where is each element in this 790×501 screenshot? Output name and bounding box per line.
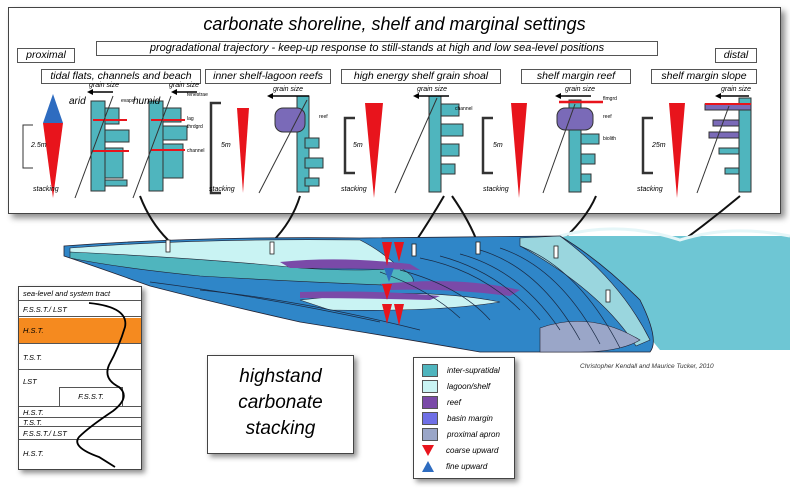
flmgrd-label: flmgrd xyxy=(603,96,617,102)
reef-label-2: reef xyxy=(603,114,612,120)
setting-margin-slope: shelf margin slope xyxy=(651,69,757,84)
log-margin-slope xyxy=(641,93,752,198)
tract-hst-2: H.S.T. xyxy=(19,408,141,418)
grain-size-label-1: grain size xyxy=(89,82,119,89)
setting-tidal-flats: tidal flats, channels and beach xyxy=(41,69,201,84)
scale-2: 5m xyxy=(221,142,231,149)
stacking-label-3: stacking xyxy=(341,186,367,193)
swatch-lagoon-shelf xyxy=(422,379,438,393)
settings-panel: carbonate shoreline, shelf and marginal … xyxy=(8,7,781,214)
swatch-proximal-apron xyxy=(422,427,438,441)
stacking-label-1: stacking xyxy=(33,186,59,193)
credit-text: Christopher Kendall and Maurice Tucker, … xyxy=(580,363,714,370)
facies-logs xyxy=(22,89,752,199)
fine-upward-icon xyxy=(422,460,434,472)
channel-label: channel xyxy=(187,148,205,154)
sea-level-header: sea-level and system tract xyxy=(19,289,141,301)
scale-3: 5m xyxy=(353,142,363,149)
tract-fsst-lst-2: F.S.S.T./ LST xyxy=(19,428,141,440)
humid-label: humid xyxy=(133,96,161,107)
grain-size-label-2: grain size xyxy=(169,82,199,89)
log-tidal-flats xyxy=(22,89,197,199)
sea-level-panel: sea-level and system tract F.S.S.T./ LST… xyxy=(18,286,142,470)
tract-tst-1: T.S.T. xyxy=(19,345,141,370)
highstand-line-1: highstand xyxy=(239,366,322,387)
evaps-label: evaps xyxy=(121,98,135,104)
highstand-panel: highstand carbonate stacking xyxy=(207,355,354,454)
swatch-inter-supratidal xyxy=(422,363,438,377)
tract-tst-2: T.S.T. xyxy=(19,419,141,427)
stacking-label-5: stacking xyxy=(637,186,663,193)
log-margin-reef xyxy=(481,93,603,198)
tract-hst-3: H.S.T. xyxy=(23,449,44,458)
arid-label: arid xyxy=(69,96,86,107)
log-inner-shelf xyxy=(209,93,324,195)
stacking-label-2: stacking xyxy=(209,186,235,193)
tract-fsst: F.S.S.T. xyxy=(59,387,123,407)
stacking-label-4: stacking xyxy=(483,186,509,193)
log-grain-shoal xyxy=(343,93,464,198)
scale-1: 2.5m xyxy=(31,142,47,149)
tract-fsst-lst-1: F.S.S.T./ LST xyxy=(19,305,141,317)
setting-inner-shelf: inner shelf-lagoon reefs xyxy=(205,69,331,84)
legend-panel: inter-supratidal lagoon/shelf reef basin… xyxy=(413,357,515,479)
grain-size-label-6: grain size xyxy=(721,86,751,93)
legend-fine-upward: fine upward xyxy=(422,458,487,474)
swatch-reef xyxy=(422,395,438,409)
biolith-label: biolith xyxy=(603,136,617,142)
scale-4: 5m xyxy=(493,142,503,149)
proximal-label: proximal xyxy=(17,48,75,63)
trajectory-subtitle: progradational trajectory - keep-up resp… xyxy=(96,41,658,56)
fenestrae-label: fenestrae xyxy=(187,92,208,98)
highstand-line-2: carbonate xyxy=(238,392,323,413)
reef-label-1: reef xyxy=(319,114,328,120)
legend-lagoon-shelf: lagoon/shelf xyxy=(422,378,490,394)
legend-inter-supratidal: inter-supratidal xyxy=(422,362,500,378)
page-title: carbonate shoreline, shelf and marginal … xyxy=(203,14,586,34)
sea-level-curve xyxy=(76,302,127,468)
legend-coarse-upward: coarse upward xyxy=(422,442,498,458)
coarse-upward-icon xyxy=(422,444,434,456)
highstand-line-3: stacking xyxy=(245,418,316,439)
swatch-basin-margin xyxy=(422,411,438,425)
distal-label: distal xyxy=(715,48,757,63)
thrdgrd-label: thrdgrd xyxy=(187,124,203,130)
grain-size-label-3: grain size xyxy=(273,86,303,93)
legend-proximal-apron: proximal apron xyxy=(422,426,500,442)
channel-label-2: channel xyxy=(455,106,473,112)
scale-5: 25m xyxy=(652,142,666,149)
legend-basin-margin: basin margin xyxy=(422,410,493,426)
grain-size-label-4: grain size xyxy=(417,86,447,93)
setting-margin-reef: shelf margin reef xyxy=(521,69,631,84)
lag-label: lag xyxy=(187,116,194,122)
legend-reef: reef xyxy=(422,394,461,410)
grain-size-label-5: grain size xyxy=(565,86,595,93)
setting-grain-shoal: high energy shelf grain shoal xyxy=(341,69,501,84)
